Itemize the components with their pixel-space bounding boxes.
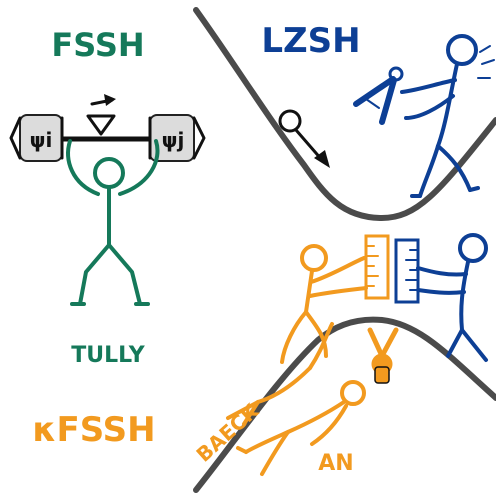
ruler-stick-figure — [280, 244, 368, 364]
kfssh-title: κFSSH — [32, 410, 155, 450]
compass-icon — [353, 66, 404, 125]
tully-stick-figure — [66, 139, 160, 306]
fssh-title: FSSH — [51, 26, 144, 64]
pendulum-icon — [278, 109, 330, 168]
vector-arrow-icon — [90, 94, 116, 106]
nabla-icon — [86, 114, 116, 136]
upper-potential-curve — [193, 7, 496, 222]
ket-psi-i: ψi — [30, 128, 53, 152]
baeck-label: BAECK — [192, 398, 265, 467]
an-label: AN — [318, 451, 353, 476]
tully-label: TULLY — [71, 343, 145, 368]
lower-potential-curve — [193, 316, 496, 493]
barbell: ψi ψj — [9, 114, 206, 162]
helper-stick-figure — [416, 233, 488, 362]
ruler-icon — [364, 234, 420, 304]
hanging-body — [374, 366, 390, 384]
motion-lines — [477, 45, 495, 79]
lzsh-title: LZSH — [261, 21, 360, 61]
kfssh-stick-figure — [236, 380, 366, 476]
baeck-stick-figure — [226, 322, 334, 426]
ket-psi-j: ψj — [162, 128, 185, 152]
lzsh-stick-figure — [400, 34, 480, 198]
